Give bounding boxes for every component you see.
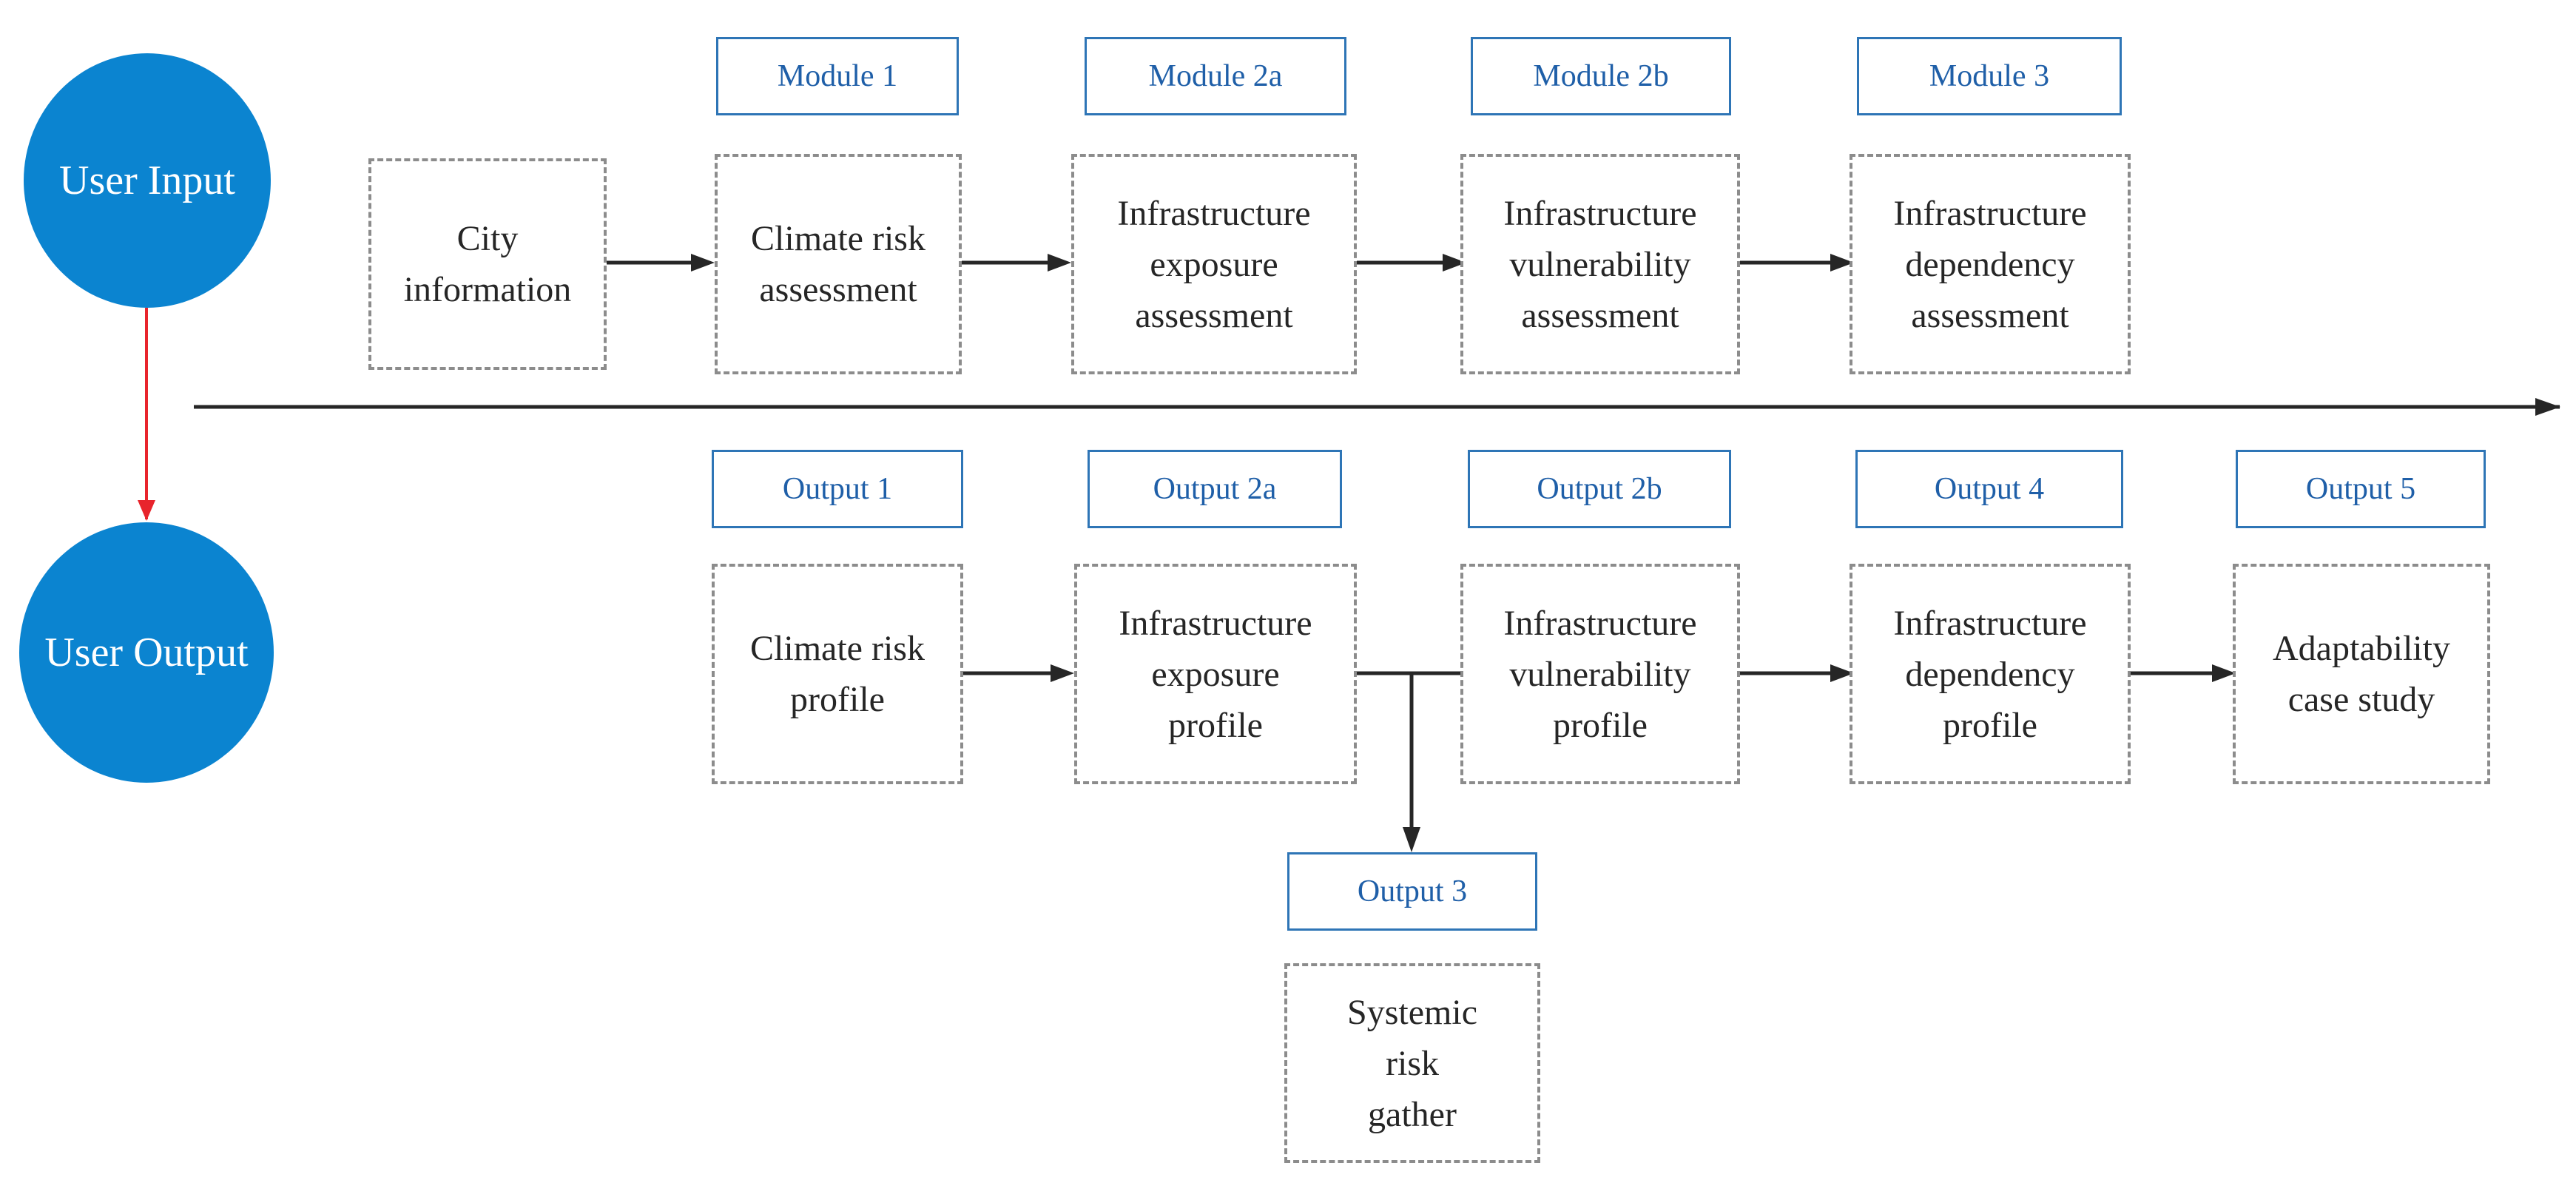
arrowhead-vulnerability xyxy=(1443,254,1466,272)
module-1-label: Module 1 xyxy=(716,37,959,115)
output-4-label: Output 4 xyxy=(1855,450,2123,528)
module-3-label: Module 3 xyxy=(1857,37,2122,115)
user-output-label: User Output xyxy=(44,630,249,675)
climate-risk-assessment-box: Climate risk assessment xyxy=(715,154,962,374)
module-2b-label: Module 2b xyxy=(1471,37,1731,115)
arrowhead-climate xyxy=(691,254,715,272)
arrowhead-output3 xyxy=(1403,827,1420,852)
city-information-box: City information xyxy=(368,158,607,370)
arrowhead-case-study xyxy=(2212,664,2236,682)
arrowhead-dependency xyxy=(1830,254,1854,272)
output-3-label: Output 3 xyxy=(1287,852,1537,931)
exposure-assessment-box: Infrastructure exposure assessment xyxy=(1071,154,1357,374)
output-5-label: Output 5 xyxy=(2236,450,2486,528)
arrowhead-exposure-profile xyxy=(1051,664,1074,682)
climate-risk-profile-box: Climate risk profile xyxy=(712,564,963,784)
arrowhead-dependency-profile xyxy=(1830,664,1854,682)
dependency-assessment-box: Infrastructure dependency assessment xyxy=(1850,154,2131,374)
user-output-circle: User Output xyxy=(19,522,274,783)
arrowhead-exposure xyxy=(1048,254,1071,272)
systemic-risk-box: Systemic risk gather xyxy=(1284,963,1540,1163)
input-to-output-arrowhead xyxy=(138,500,155,521)
vulnerability-assessment-box: Infrastructure vulnerability assessment xyxy=(1460,154,1740,374)
exposure-profile-box: Infrastructure exposure profile xyxy=(1074,564,1357,784)
user-input-label: User Input xyxy=(59,158,235,203)
module-2a-label: Module 2a xyxy=(1085,37,1346,115)
output-2b-label: Output 2b xyxy=(1468,450,1731,528)
case-study-box: Adaptability case study xyxy=(2233,564,2490,784)
dependency-profile-box: Infrastructure dependency profile xyxy=(1850,564,2131,784)
output-1-label: Output 1 xyxy=(712,450,963,528)
output-2a-label: Output 2a xyxy=(1088,450,1342,528)
user-input-circle: User Input xyxy=(24,53,271,308)
vulnerability-profile-box: Infrastructure vulnerability profile xyxy=(1460,564,1740,784)
